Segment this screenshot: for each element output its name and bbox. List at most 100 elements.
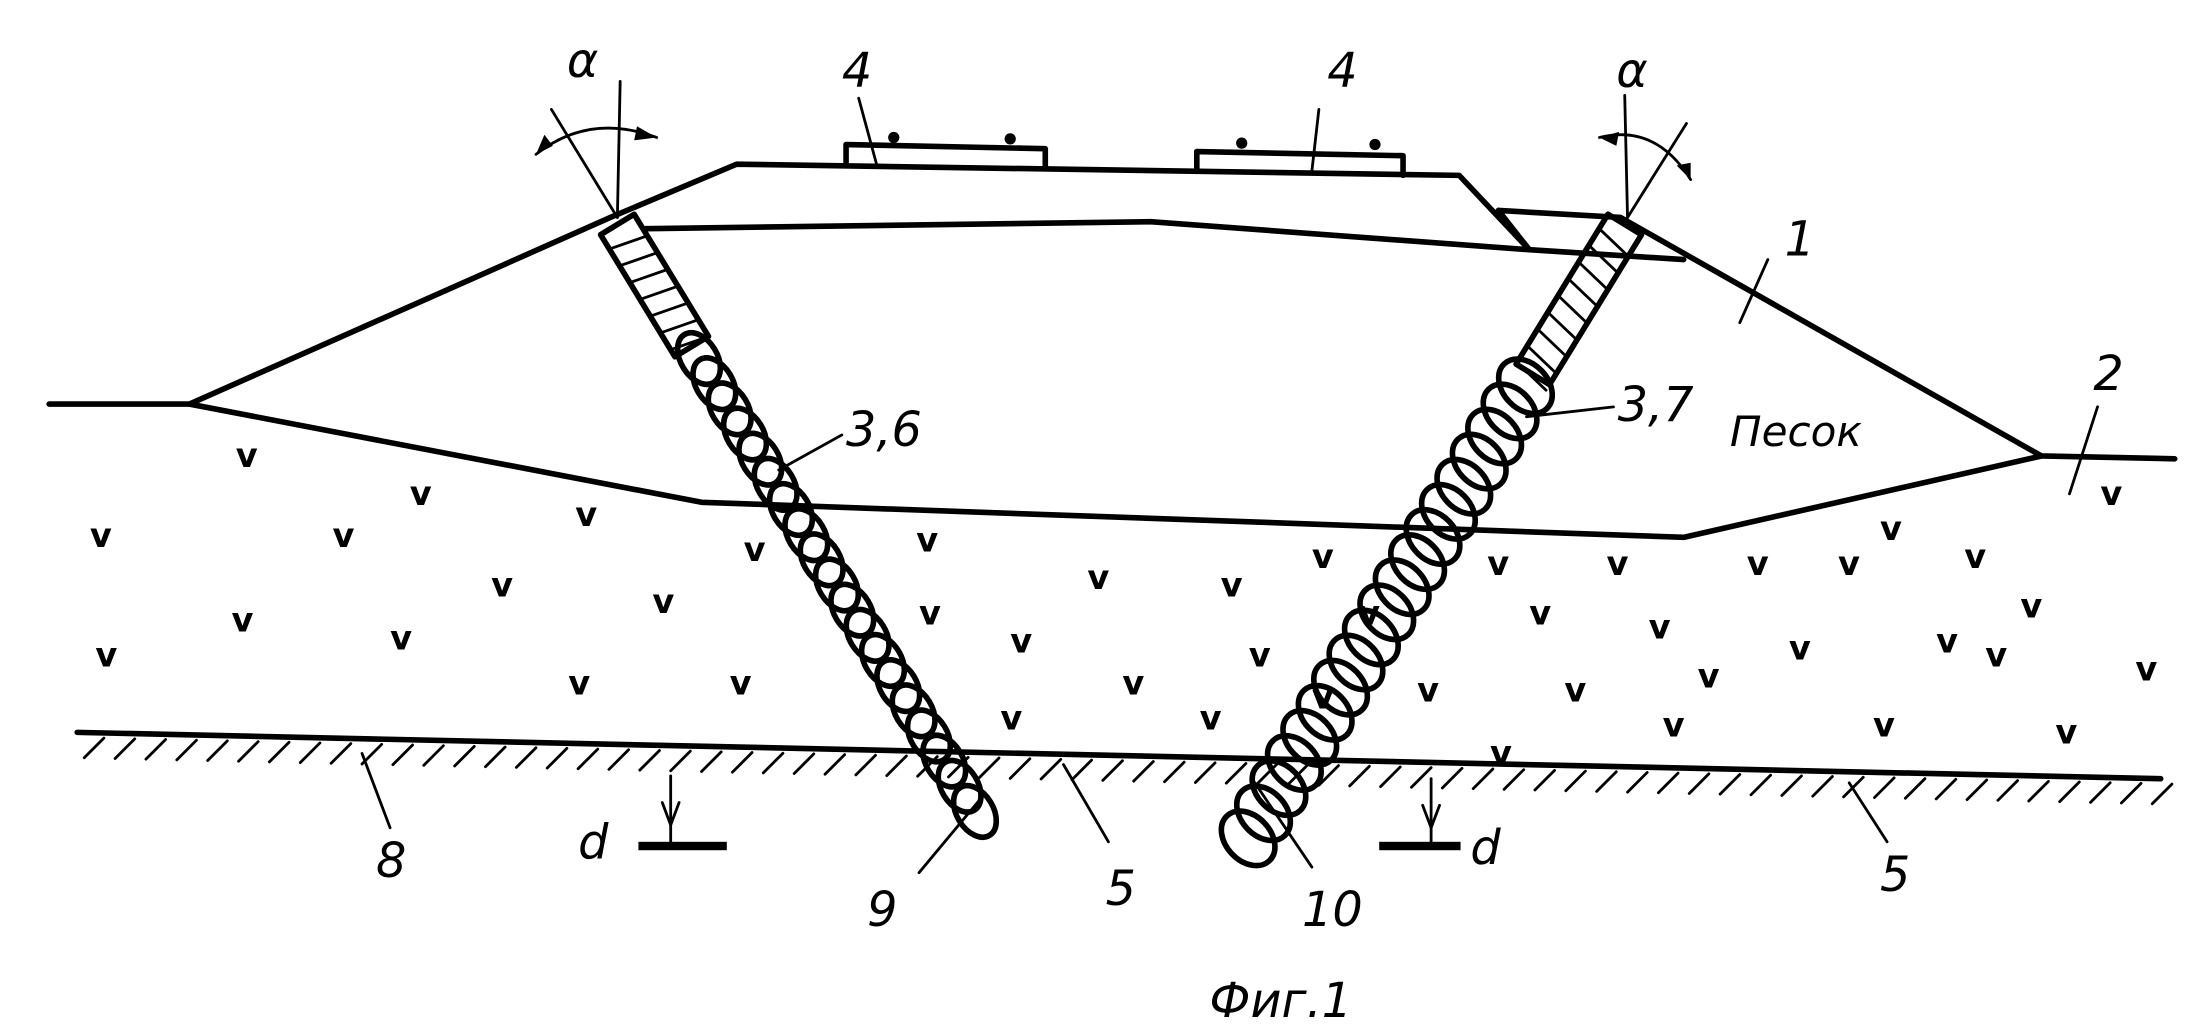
hatch-stroke [1039, 757, 1063, 781]
soil-mark: v [916, 520, 938, 559]
soil-mark: v [1417, 671, 1439, 710]
angle-indicator-left [534, 79, 659, 219]
soil-mark: v [1880, 509, 1902, 548]
figure-caption: Фиг.1 [1209, 974, 1352, 1027]
hatch-stroke [82, 736, 106, 760]
hatch-stroke [237, 740, 260, 763]
hatch-stroke [731, 751, 754, 774]
rail-left [843, 131, 1049, 172]
pile-bulb [874, 657, 923, 715]
soil-mark: v [1010, 621, 1032, 660]
hatch-stroke [113, 737, 137, 760]
label-layer-5-left: 5 [1106, 862, 1136, 917]
label-ground-8: 8 [376, 834, 406, 889]
label-pile-right: 3,7 [1618, 378, 1694, 433]
hatch-stroke [1163, 760, 1186, 784]
hatch-stroke [1440, 766, 1464, 790]
soil-mark: v [1663, 706, 1685, 745]
label-depth-right: d [1470, 821, 1501, 876]
label-rail-right: 4 [1327, 44, 1357, 99]
soil-mark: v [1249, 635, 1271, 674]
label-tip-9: 9 [867, 883, 897, 938]
soil-mark: v [575, 495, 597, 534]
rail-right [1194, 137, 1406, 179]
hatch-stroke [2119, 782, 2143, 805]
hatch-stroke [2150, 782, 2174, 806]
label-rail-left: 4 [842, 44, 872, 99]
hatch-stroke [823, 753, 847, 776]
pile-bulb [1388, 532, 1448, 593]
soil-mark: v [652, 582, 674, 621]
pile-bulb [1403, 506, 1463, 567]
hatch-stroke [1595, 770, 1618, 793]
pile-bulb [1465, 406, 1525, 467]
soil-mark: v [1985, 635, 2007, 674]
hatch-stroke [977, 756, 1001, 780]
soil-mark: v [730, 663, 752, 702]
hatch-stroke [1718, 773, 1742, 796]
soil-mark: v [1964, 537, 1986, 576]
hatch-stroke [2089, 781, 2112, 804]
hatch-stroke [1502, 768, 1526, 791]
pile-right [1218, 211, 1645, 869]
soil-mark: v [236, 436, 258, 475]
soil-mark: v [1873, 706, 1895, 745]
soil-mark: v [95, 635, 117, 674]
soil-mark: v [1087, 558, 1109, 597]
hatch-stroke [1811, 775, 1834, 798]
soil-mark: v [1529, 593, 1551, 632]
hatch-stroke [1687, 772, 1711, 795]
hatch-stroke [329, 742, 353, 765]
hatch-stroke [607, 748, 630, 771]
hatch-stroke [1996, 779, 2019, 802]
pile-bulb [797, 531, 846, 589]
soil-mark: v [1698, 656, 1720, 695]
hatch-stroke [669, 749, 692, 773]
piles [597, 211, 1645, 869]
soil-mark: v [232, 600, 254, 639]
embankment-outline [46, 161, 1533, 407]
soil-mark: v [1221, 565, 1243, 604]
hatch-stroke [1934, 777, 1958, 801]
hatch-stroke [700, 750, 723, 773]
hatch-stroke [1873, 776, 1896, 799]
soil-mark: v [1000, 699, 1022, 738]
hatch-stroke [1348, 764, 1371, 788]
soil-mark: v [1649, 607, 1671, 646]
soil-mark: v [1312, 537, 1334, 576]
hatch-stroke [1379, 765, 1402, 788]
soil-mark: v [390, 619, 412, 658]
soil-mark: v [1487, 544, 1509, 583]
hatch-stroke [1224, 762, 1248, 785]
pile-bulb [1233, 783, 1294, 844]
soil-mark: v [2100, 474, 2122, 513]
pile-bulb [889, 682, 938, 740]
hatch-stroke [1410, 766, 1433, 789]
pile-bulb [950, 782, 1000, 841]
hatch-stroke [144, 738, 168, 761]
hatch-stroke [638, 749, 661, 772]
soil-mark: v [919, 593, 941, 632]
soil-mark: v [2055, 713, 2077, 752]
pile-bulb [1341, 607, 1401, 668]
hatch-stroke [1533, 768, 1556, 792]
ground-hatching [82, 736, 2174, 806]
hatch-stroke [1132, 760, 1155, 783]
soil-mark: v [410, 474, 432, 513]
soil-mark: v [491, 565, 513, 604]
soil-mark: v [744, 530, 766, 569]
hatch-stroke [422, 744, 445, 767]
pile-bulb [935, 757, 984, 815]
soil-mark: v [1936, 621, 1958, 660]
ballast-layer-line [642, 218, 1687, 263]
pile-bulb [1311, 657, 1371, 718]
hatch-stroke [1564, 769, 1587, 793]
label-depth-left: d [578, 816, 609, 871]
label-layer-5-right: 5 [1880, 848, 1910, 903]
hatch-stroke [1656, 771, 1680, 795]
hatch-stroke [206, 739, 229, 762]
hatch-stroke [545, 747, 569, 770]
hatch-stroke [1101, 759, 1124, 782]
label-pile-left: 3,6 [846, 403, 922, 458]
